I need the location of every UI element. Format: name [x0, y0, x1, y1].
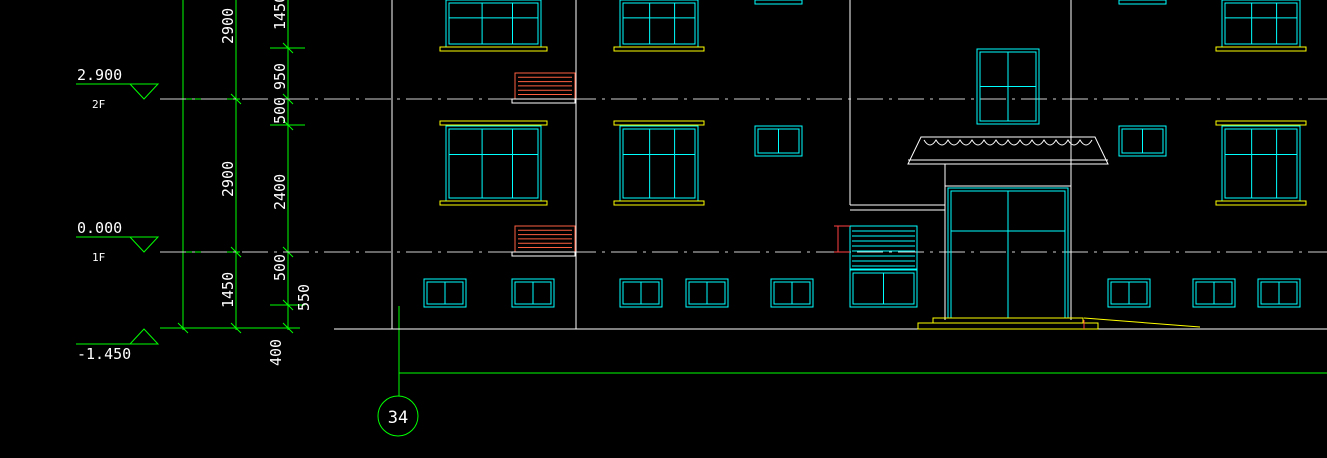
window-sill [1215, 46, 1307, 52]
louver-vent [849, 225, 918, 270]
window-large [445, 125, 542, 202]
entrance-steps [917, 317, 1201, 330]
window-head [613, 120, 705, 126]
level-floor-1f: 1F [92, 251, 105, 264]
level-elevation-2f: 2.900 [77, 66, 122, 84]
window-small [511, 278, 555, 308]
louver-dimension-mark [834, 225, 850, 253]
level-elevation-ground: -1.450 [77, 345, 131, 363]
window-small [685, 278, 729, 308]
window-head [439, 120, 548, 126]
ac-unit [514, 225, 576, 253]
window-small [1118, 0, 1167, 5]
window-large [619, 0, 699, 48]
ac-bracket [511, 98, 576, 104]
window-small [770, 278, 814, 308]
window-small [619, 278, 663, 308]
level-elevation-1f: 0.000 [77, 219, 122, 237]
dim-inner-2400: 2400 [271, 174, 289, 210]
window-sill [1215, 200, 1307, 206]
axis-grid-label: 34 [388, 408, 408, 428]
dim-inner-500-lower: 500 [271, 254, 289, 281]
window-large [1221, 125, 1301, 202]
dim-inner-550: 550 [295, 284, 313, 311]
dim-below-400: 400 [267, 339, 285, 366]
window-large [445, 0, 542, 48]
dim-inner-950: 950 [271, 63, 289, 90]
dimension-lines [160, 0, 1327, 437]
window-small [1192, 278, 1236, 308]
ac-bracket [511, 251, 576, 257]
window-stair [976, 48, 1040, 125]
ac-unit [514, 72, 576, 100]
level-floor-2f: 2F [92, 98, 105, 111]
window-small [1118, 125, 1167, 157]
ac-units [511, 72, 576, 257]
window-stair [849, 269, 918, 308]
windows [423, 0, 1301, 308]
entrance-door [947, 187, 1069, 319]
dim-inner-500-upper: 500 [271, 97, 289, 124]
floor-centerlines [160, 98, 1327, 253]
window-sill [439, 200, 548, 206]
window-sills [439, 46, 1307, 206]
window-sill [613, 46, 705, 52]
level-markers [76, 83, 160, 345]
window-small [1257, 278, 1301, 308]
dim-outer-lower: 1450 [219, 272, 237, 308]
dim-outer-middle: 2900 [219, 161, 237, 197]
window-small [423, 278, 467, 308]
window-large [1221, 0, 1301, 48]
window-small [754, 125, 803, 157]
dim-outer-upper: 2900 [219, 8, 237, 44]
dim-inner-top: 1450 [271, 0, 289, 30]
building-outline [334, 0, 1327, 330]
window-large [619, 125, 699, 202]
window-sill [613, 200, 705, 206]
window-small [1107, 278, 1151, 308]
window-head [1215, 120, 1307, 126]
window-sill [439, 46, 548, 52]
window-small [754, 0, 803, 5]
entrance-canopy [907, 136, 1109, 320]
